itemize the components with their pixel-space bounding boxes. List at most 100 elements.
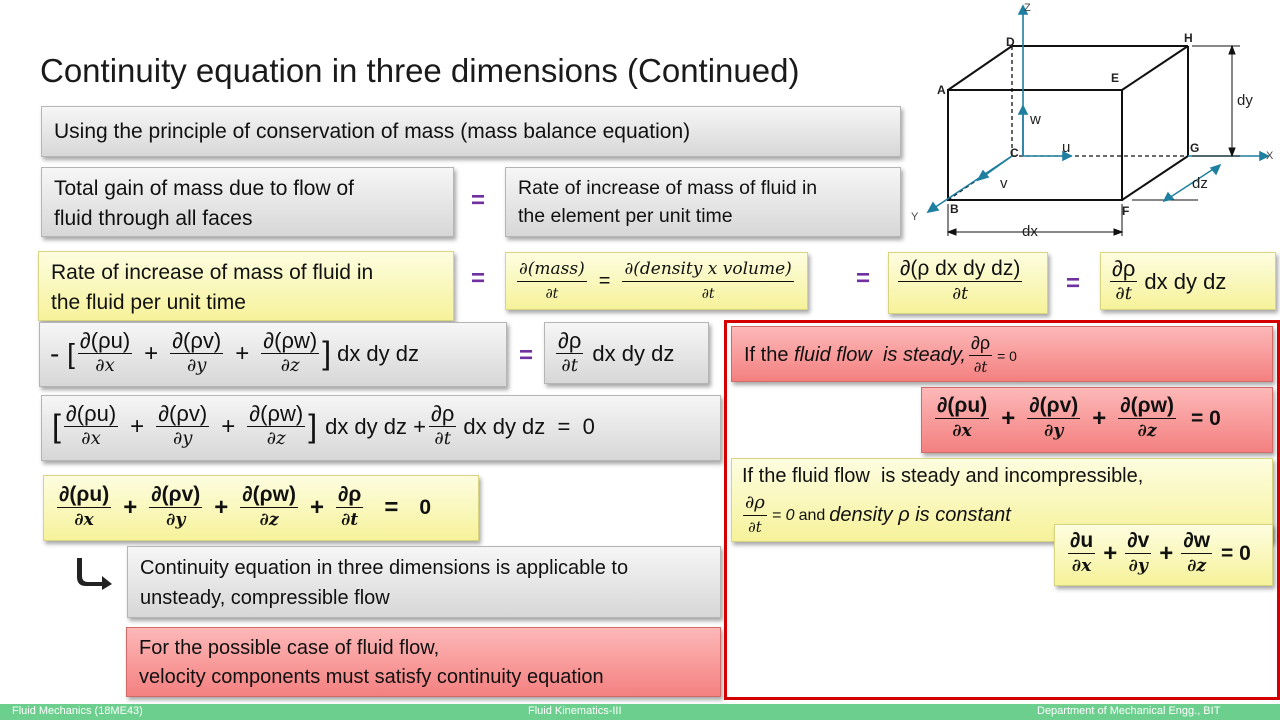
denominator: ∂y (186, 355, 207, 376)
axis-label-z: Z (1024, 2, 1031, 14)
corner-label-h: H (1184, 31, 1193, 45)
rate-fluid-box: Rate of increase of mass of fluid in the… (38, 251, 454, 321)
plus-sign: + (1159, 539, 1174, 567)
numerator: ∂ρ (556, 328, 584, 354)
denominator: ∂x (1071, 556, 1092, 576)
corner-label-a: A (937, 83, 946, 97)
numerator: ∂(mass) (517, 257, 587, 282)
dxdydz-text: dx dy dz (1144, 268, 1227, 294)
full-equation-box: [ ∂(ρu)∂x + ∂(ρv)∂y + ∂(ρw)∂z ] dx dy dz… (41, 395, 721, 461)
denominator: ∂t (561, 355, 578, 376)
corner-label-c: C (1010, 146, 1019, 160)
drho-dt-fraction: ∂ρ ∂t (1110, 257, 1138, 306)
dxdydz-plus-text: dx dy dz + (325, 413, 426, 439)
special-cases-frame (724, 320, 1280, 700)
numerator: ∂w (1181, 529, 1213, 554)
possible-line2: velocity components must satisfy continu… (139, 666, 604, 688)
drhov-dy: ∂(ρv)∂y (1027, 394, 1081, 443)
slide-title: Continuity equation in three dimensions … (40, 52, 800, 89)
steady-is-steady: is steady, (871, 344, 966, 366)
drho-dt-box: ∂ρ ∂t dx dy dz (1100, 252, 1276, 310)
turn-right-arrow-icon (77, 558, 112, 590)
dv-dy: ∂v∂y (1125, 529, 1152, 578)
numerator: ∂(ρw) (261, 328, 320, 354)
rate-increase-box: Rate of increase of mass of fluid in the… (505, 167, 901, 237)
equals-sign: = (384, 493, 399, 521)
incompressible-line1: If the fluid flow is steady and incompre… (742, 465, 1144, 487)
denominator: ∂z (266, 428, 286, 449)
and-text: and (798, 506, 826, 524)
numerator: ∂(ρw) (1118, 394, 1176, 419)
plus-sign: + (309, 493, 324, 521)
plus-sign: + (144, 339, 159, 367)
drhow-dz: ∂(ρw)∂z (261, 328, 320, 378)
equals-sign: = (856, 265, 871, 292)
dimension-label-dx: dx (1022, 223, 1038, 240)
footer-topic: Fluid Kinematics-III (528, 705, 622, 717)
velocity-label-v: v (1000, 175, 1008, 192)
front-face (947, 89, 1123, 201)
denominator: ∂t (952, 284, 969, 304)
plus-sign: + (214, 493, 229, 521)
plus-sign: + (1001, 404, 1016, 432)
mass-fraction: ∂(mass) ∂t (517, 257, 587, 306)
plus-sign: + (130, 412, 145, 440)
drhow-dz: ∂(ρw)∂z (240, 483, 298, 532)
plus-sign: + (235, 339, 250, 367)
denominator: ∂t (1115, 283, 1132, 304)
corner-label-e: E (1111, 71, 1119, 85)
drho-dt-fraction: ∂ρ∂t (556, 328, 584, 378)
denominator: ∂z (259, 510, 279, 530)
velocity-label-u: u (1062, 139, 1070, 156)
equals-sign: = (1066, 270, 1081, 297)
numerator: ∂(ρu) (935, 394, 990, 419)
numerator: ∂ρ (968, 331, 993, 356)
rho-volume-box: ∂(ρ dx dy dz) ∂t (888, 252, 1048, 314)
footer-course: Fluid Mechanics (18ME43) (12, 705, 143, 717)
numerator: ∂(ρv) (156, 401, 210, 427)
denominator: ∂t (434, 428, 451, 449)
numerator: ∂ρ (335, 483, 364, 508)
denominator: ∂t (973, 359, 988, 376)
numerator: ∂u (1068, 529, 1096, 554)
numerator: ∂v (1125, 529, 1152, 554)
plus-sign: + (1092, 404, 1107, 432)
drhow-dz: ∂(ρw)∂z (1118, 394, 1176, 443)
total-gain-line2: fluid through all faces (54, 207, 253, 230)
denominator: ∂y (166, 510, 186, 530)
dxdydz-eq0-text: dx dy dz = 0 (463, 413, 595, 439)
plus-sign: + (221, 412, 236, 440)
incompressible-eq0: = 0 (771, 506, 795, 524)
denominator: ∂t (748, 519, 762, 536)
eq-zero: = 0 (1221, 541, 1251, 565)
density-volume-fraction: ∂(density x volume) ∂t (622, 257, 794, 306)
drho-dt-fraction: ∂ρ ∂t (968, 331, 993, 380)
numerator: ∂(ρv) (149, 483, 203, 508)
zero-value: 0 (419, 495, 432, 519)
corner-label-f: F (1122, 204, 1129, 218)
possible-case-box: For the possible case of fluid flow, vel… (126, 627, 721, 697)
denominator: ∂t (545, 286, 559, 302)
denominator: ∂y (1128, 556, 1148, 576)
drho-dt-fraction: ∂ρ∂t (743, 491, 767, 540)
principle-text: Using the principle of conservation of m… (54, 120, 691, 143)
dimension-label-dz: dz (1192, 175, 1208, 192)
applicable-line2: unsteady, compressible flow (140, 587, 390, 609)
denominator: ∂x (74, 510, 94, 530)
denominator: ∂z (1187, 556, 1207, 576)
rate-fluid-line1: Rate of increase of mass of fluid in (51, 261, 374, 284)
plus-sign: + (123, 493, 138, 521)
dxdydz-text: dx dy dz (337, 340, 420, 366)
steady-equation-box: ∂(ρu)∂x + ∂(ρv)∂y + ∂(ρw)∂z = 0 (921, 387, 1273, 453)
dxdydz-text: dx dy dz (592, 340, 675, 366)
numerator: ∂(ρv) (1027, 394, 1081, 419)
close-bracket: ] (322, 335, 332, 371)
denominator: ∂z (1137, 421, 1157, 441)
denominator: ∂z (280, 355, 300, 376)
steady-fluid-flow: fluid flow (794, 344, 872, 366)
equals-sign: = (519, 342, 534, 369)
rho-volume-fraction: ∂(ρ dx dy dz) ∂t (898, 257, 1023, 306)
velocity-label-w: w (1029, 111, 1041, 128)
minus-bracket: - [ (50, 337, 75, 369)
numerator: ∂(ρw) (240, 483, 298, 508)
